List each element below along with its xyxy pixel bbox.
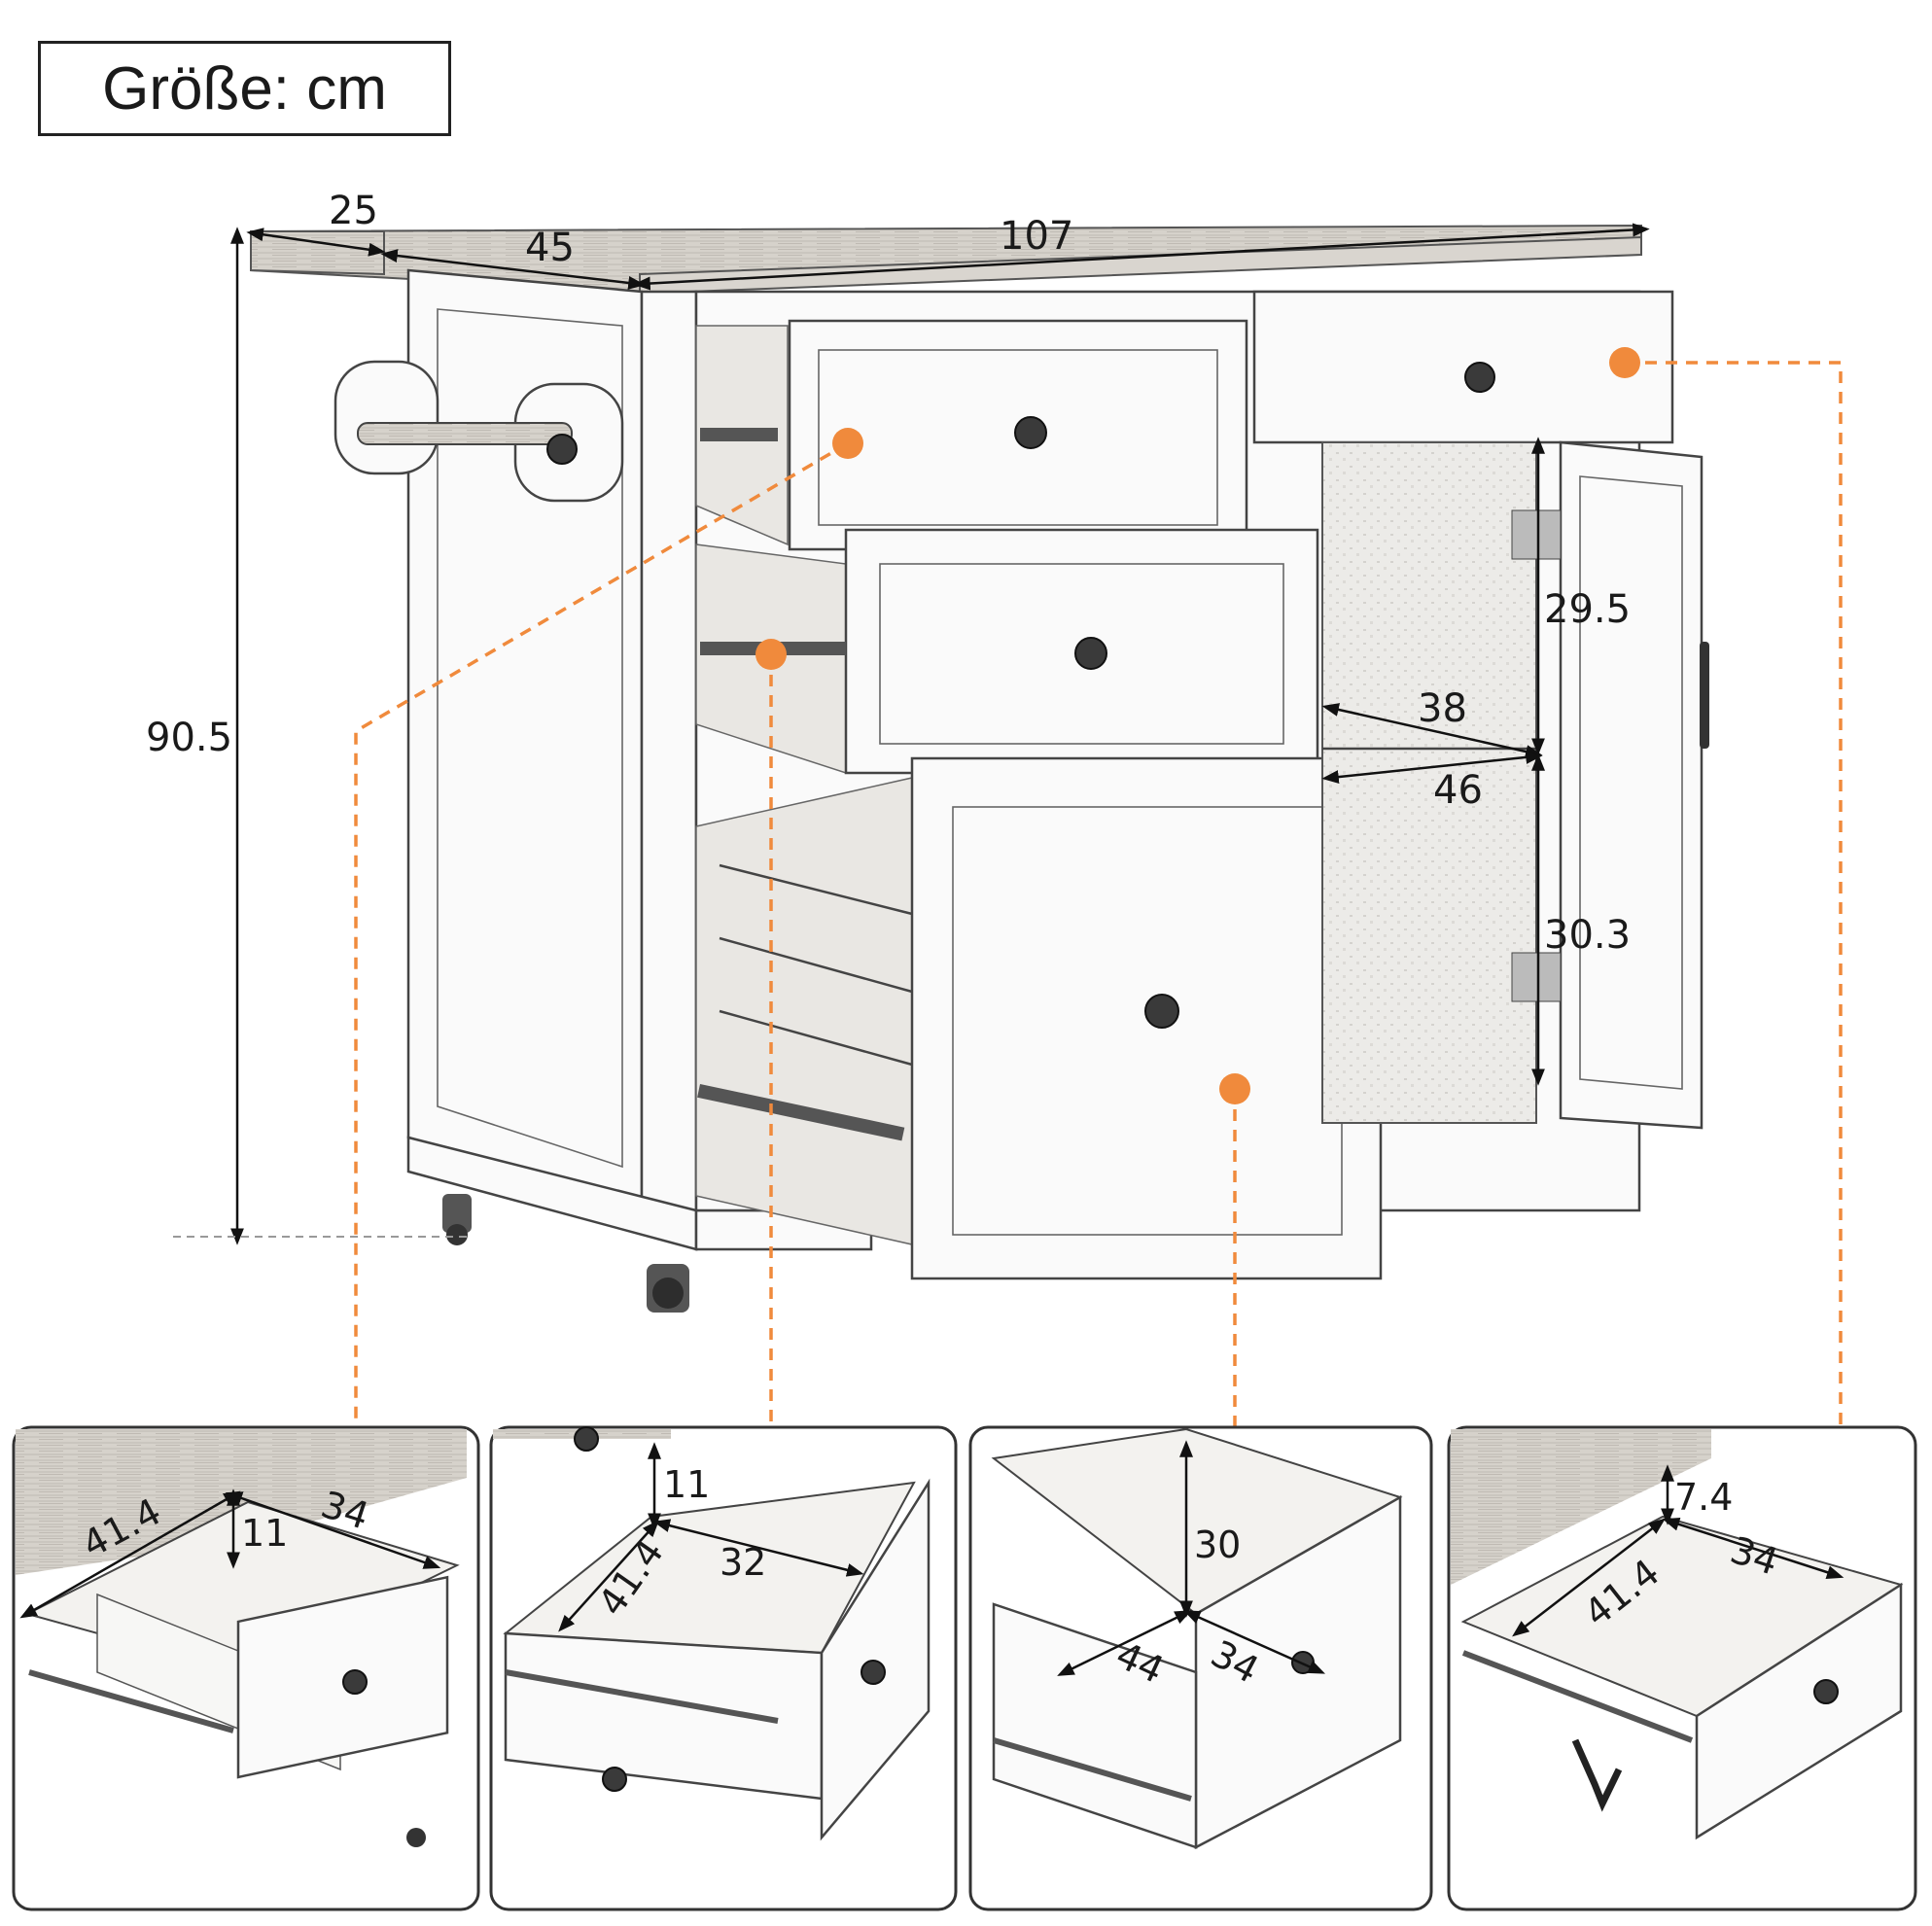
towel-bar — [334, 360, 624, 503]
open-drawer-1 — [695, 319, 1248, 551]
door-handle — [1571, 1738, 1623, 1812]
drawer-knob — [574, 1426, 599, 1452]
open-file-drawer — [695, 756, 1383, 1280]
leader-line-4 — [1625, 361, 1843, 1427]
width-label: 107 — [1000, 214, 1073, 259]
kitchen-island-drawing — [250, 224, 1843, 1427]
shelf-depth-arrow — [1321, 703, 1543, 758]
overhang-arrow — [246, 228, 386, 257]
top-right-drawer — [1252, 290, 1674, 444]
detail-panel-1: 41.4 11 34 — [12, 1425, 480, 1911]
drawer-knob — [342, 1669, 368, 1695]
size-label: Größe: cm — [102, 54, 387, 123]
drawer-knob — [1074, 637, 1107, 670]
detail-panel-4: 7.4 41.4 34 — [1447, 1425, 1917, 1911]
shelf-width-arrow — [1321, 750, 1543, 785]
height-label: 90.5 — [146, 716, 232, 760]
width-arrow — [633, 223, 1650, 291]
size-label-box: Größe: cm — [38, 41, 451, 136]
drawer-knob — [861, 1660, 886, 1685]
drawer-knob — [1813, 1679, 1839, 1704]
open-drawer-2 — [695, 528, 1319, 775]
shelf-upper-label: 29.5 — [1544, 587, 1631, 632]
overhang-label: 25 — [329, 189, 378, 233]
cabinet-door — [1511, 440, 1709, 1130]
detail-panel-2: 11 41.4 32 — [489, 1425, 958, 1911]
detail-2-width: 32 — [720, 1541, 766, 1584]
drawer-knob — [1144, 994, 1179, 1029]
drawer-knob — [602, 1767, 627, 1792]
detail-4-height: 7.4 — [1674, 1476, 1733, 1519]
detail-1-height: 11 — [241, 1512, 288, 1555]
drop-leaf — [250, 230, 385, 276]
side-panel-inset — [437, 308, 623, 1169]
caster-left-front — [647, 1264, 689, 1313]
cabinet-interior — [1321, 441, 1537, 1124]
top-depth-arrow — [380, 249, 646, 290]
top-depth-label: 45 — [525, 226, 575, 270]
detail-panel-3: 30 44 34 — [968, 1425, 1433, 1911]
detail-2-height: 11 — [663, 1463, 710, 1506]
drawer-knob — [1014, 416, 1047, 449]
detail-3-height: 30 — [1194, 1523, 1241, 1566]
shelf-lower-label: 30.3 — [1544, 913, 1631, 958]
main-dimensions: 25 45 107 90.5 29.5 38 46 30.3 — [146, 189, 1650, 1245]
caster-left-back — [442, 1194, 472, 1245]
drawer-knob — [1464, 362, 1495, 393]
shelf-width-label: 46 — [1433, 768, 1483, 813]
front-post — [640, 290, 698, 1212]
leader-line-1 — [354, 441, 849, 1427]
shelf-depth-label: 38 — [1418, 686, 1467, 731]
